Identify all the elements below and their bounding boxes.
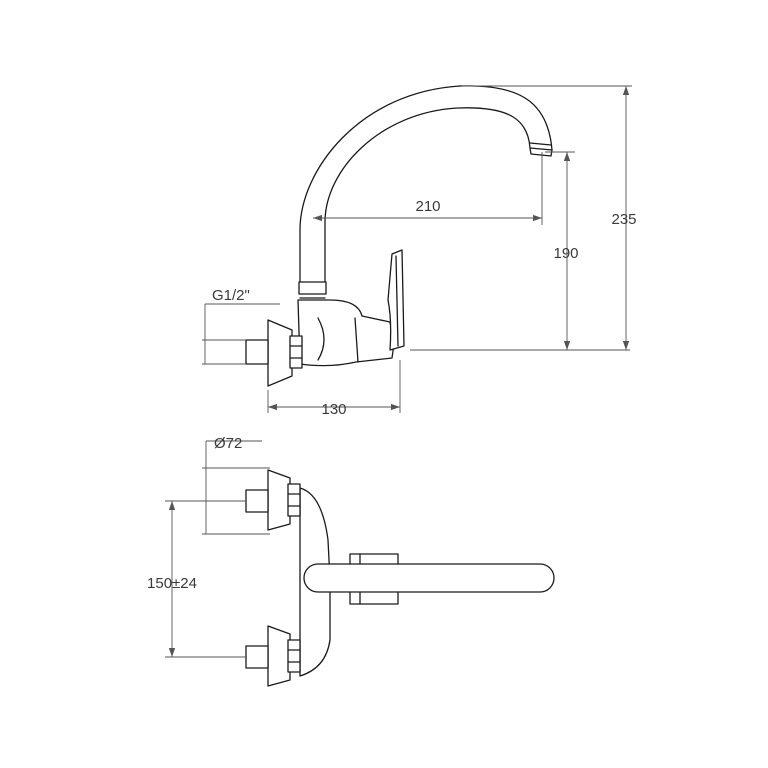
upper-nut <box>287 483 301 517</box>
lower-inlet-pipe <box>245 645 269 669</box>
handle-edge <box>395 255 399 347</box>
mixer-body <box>297 299 395 367</box>
spout-tip <box>529 147 553 157</box>
dim-210-label: 210 <box>415 198 440 215</box>
upper-inlet-pipe <box>245 489 269 513</box>
dim-thread-label: G1/2" <box>212 287 250 304</box>
spout-outer <box>299 85 553 291</box>
top-view <box>245 469 555 687</box>
spout-collar <box>298 281 327 295</box>
inlet-pipe <box>245 339 269 365</box>
top-spout-arm <box>303 563 555 593</box>
lower-nut <box>287 639 301 673</box>
eccentric-nut <box>289 335 303 369</box>
lower-flange <box>267 625 291 687</box>
dim-150-label: 150±24 <box>147 575 197 592</box>
side-dimensions: 210 190 235 130 G1/2" <box>202 85 637 418</box>
spout-inner <box>324 107 531 291</box>
upper-flange <box>267 469 291 531</box>
body-detail <box>354 317 359 363</box>
wall-flange <box>267 319 293 387</box>
spout-tip-band <box>529 142 552 146</box>
body-rounding <box>317 317 325 361</box>
handle-lever <box>387 249 405 351</box>
side-view <box>245 85 553 387</box>
dim-190-label: 190 <box>553 245 578 262</box>
dim-235-label: 235 <box>611 211 636 228</box>
dim-dia-label: Ø72 <box>214 435 242 452</box>
top-dimensions: Ø72 150±24 <box>147 435 270 658</box>
dim-130-label: 130 <box>321 401 346 418</box>
